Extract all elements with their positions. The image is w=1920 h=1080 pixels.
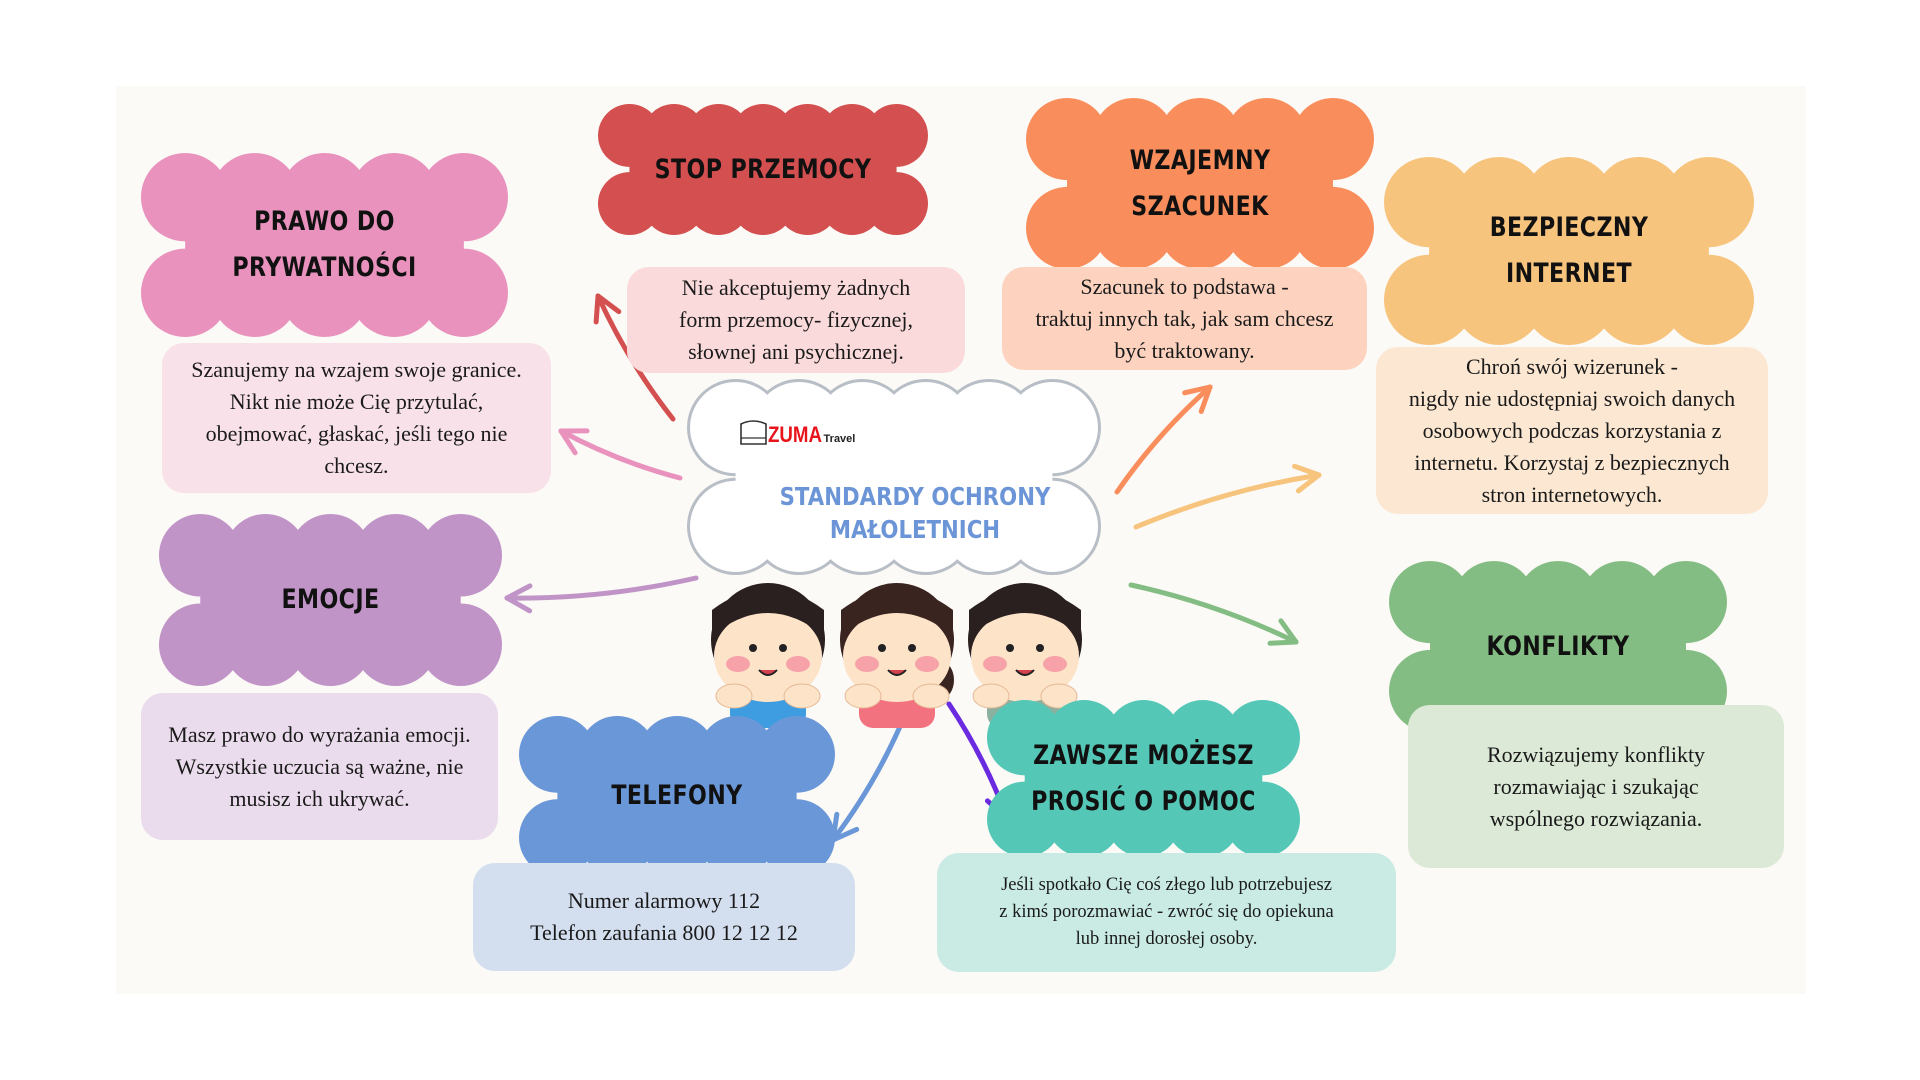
description-line: internetu. Korzystaj z bezpiecznych: [1414, 449, 1730, 475]
description-line: być traktowany.: [1114, 337, 1255, 363]
arrow-respect: [1114, 384, 1213, 495]
description-line: z kimś porozmawiać - zwróć się do opieku…: [999, 902, 1334, 922]
conflicts-description-box: Rozwiązujemy konflikty rozmawiając i szuk…: [1408, 705, 1784, 868]
emotions-description-box: Masz prawo do wyrażania emocji. Wszystkie…: [141, 693, 498, 840]
violence-description-box: Nie akceptujemy żadnych form przemocy- fi…: [627, 267, 965, 373]
respect-description-box: Szacunek to podstawa - traktuj innych tak…: [1002, 267, 1367, 370]
description-line: obejmować, głaskać, jeśli tego nie: [205, 421, 508, 446]
phones-heading: TELEFONY: [547, 716, 806, 876]
emotions-heading: EMOCJE: [190, 514, 471, 686]
heading-line: EMOCJE: [281, 584, 380, 615]
logo-brand: ZUMA: [768, 422, 823, 447]
description-line: Rozwiązujemy konflikty: [1486, 741, 1706, 767]
heading-line: ZAWSZE MOŻESZ: [1033, 739, 1254, 771]
arrow-privacy: [558, 428, 683, 481]
description-line: Jeśli spotkało Cię coś złego lub potrzeb…: [1001, 875, 1332, 895]
description-line: Nikt nie może Cię przytulać,: [229, 389, 484, 414]
description-line: musisz ich ukrywać.: [229, 785, 410, 811]
description-line: Telefon zaufania 800 12 12 12: [530, 920, 798, 945]
help-heading: ZAWSZE MOŻESZ PROSIĆ O POMOC: [1015, 700, 1272, 857]
arrow-emotions: [504, 575, 699, 614]
heading-line: INTERNET: [1505, 258, 1633, 289]
description-line: Numer alarmowy 112: [567, 888, 761, 913]
conflicts-heading: KONFLIKTY: [1419, 561, 1696, 732]
arrow-internet: [1133, 463, 1322, 530]
heading-line: SZACUNEK: [1131, 190, 1269, 222]
description-line: Szacunek to podstawa -: [1080, 273, 1289, 299]
description-line: rozmawiając i szukając: [1493, 773, 1699, 799]
respect-heading: WZAJEMNY SZACUNEK: [1057, 98, 1342, 269]
central-cloud: [687, 379, 1101, 575]
arrow-phones: [830, 719, 905, 843]
heading-line: BEZPIECZNY: [1489, 212, 1649, 243]
arrow-conflicts: [1128, 582, 1299, 646]
heading-line: WZAJEMNY: [1129, 144, 1271, 176]
help-cloud: [987, 700, 1300, 857]
description-line: lub innej dorosłej osoby.: [1075, 929, 1258, 949]
zuma-travel-logo: ZUMA Travel: [738, 418, 855, 448]
privacy-heading: PRAWO DO PRYWATNOŚCI: [174, 153, 475, 337]
title-line: STANDARDY OCHRONY: [779, 482, 1051, 511]
heading-line: PRAWO DO: [254, 206, 395, 237]
privacy-description-box: Szanujemy na wzajem swoje granice. Nikt n…: [162, 343, 551, 493]
title-line: MAŁOLETNICH: [829, 515, 1001, 544]
emotions-cloud: [159, 514, 502, 686]
violence-cloud: [598, 104, 928, 235]
main-title: STANDARDY OCHRONY MAŁOLETNICH: [766, 480, 1064, 546]
description-line: nigdy nie udostępniaj swoich danych: [1408, 385, 1736, 411]
internet-cloud: [1384, 157, 1754, 345]
internet-heading: BEZPIECZNY INTERNET: [1417, 157, 1720, 345]
privacy-cloud: [141, 153, 508, 337]
description-line: Chroń swój wizerunek -: [1465, 353, 1678, 379]
heading-line: KONFLIKTY: [1486, 630, 1630, 662]
heading-line: PRYWATNOŚCI: [232, 252, 417, 283]
description-line: Nie akceptujemy żadnych: [681, 275, 911, 300]
description-line: wspólnego rozwiązania.: [1489, 805, 1703, 831]
description-line: Masz prawo do wyrażania emocji.: [168, 721, 471, 747]
heading-line: STOP PRZEMOCY: [654, 153, 872, 185]
phones-cloud: [519, 716, 835, 876]
description-line: form przemocy- fizycznej,: [679, 307, 913, 332]
bus-icon: [740, 420, 767, 445]
logo-suffix: Travel: [823, 433, 856, 445]
heading-line: PROSIĆ O POMOC: [1031, 785, 1256, 817]
description-line: traktuj innych tak, jak sam chcesz: [1035, 305, 1334, 331]
internet-description-box: Chroń swój wizerunek - nigdy nie udostępn…: [1376, 347, 1768, 514]
description-line: stron internetowych.: [1481, 481, 1663, 507]
child-girl: [840, 583, 954, 728]
description-line: słownej ani psychicznej.: [688, 339, 904, 364]
description-line: Szanujemy na wzajem swoje granice.: [191, 357, 522, 382]
violence-heading: STOP PRZEMOCY: [628, 104, 899, 235]
child-boy-left: [711, 583, 825, 728]
description-line: Wszystkie uczucia są ważne, nie: [175, 753, 464, 779]
description-line: osobowych podczas korzystania z: [1422, 417, 1722, 443]
description-line: chcesz.: [324, 453, 389, 478]
help-description-box: Jeśli spotkało Cię coś złego lub potrzeb…: [937, 853, 1396, 972]
respect-cloud: [1026, 97, 1374, 269]
heading-line: TELEFONY: [611, 780, 743, 811]
